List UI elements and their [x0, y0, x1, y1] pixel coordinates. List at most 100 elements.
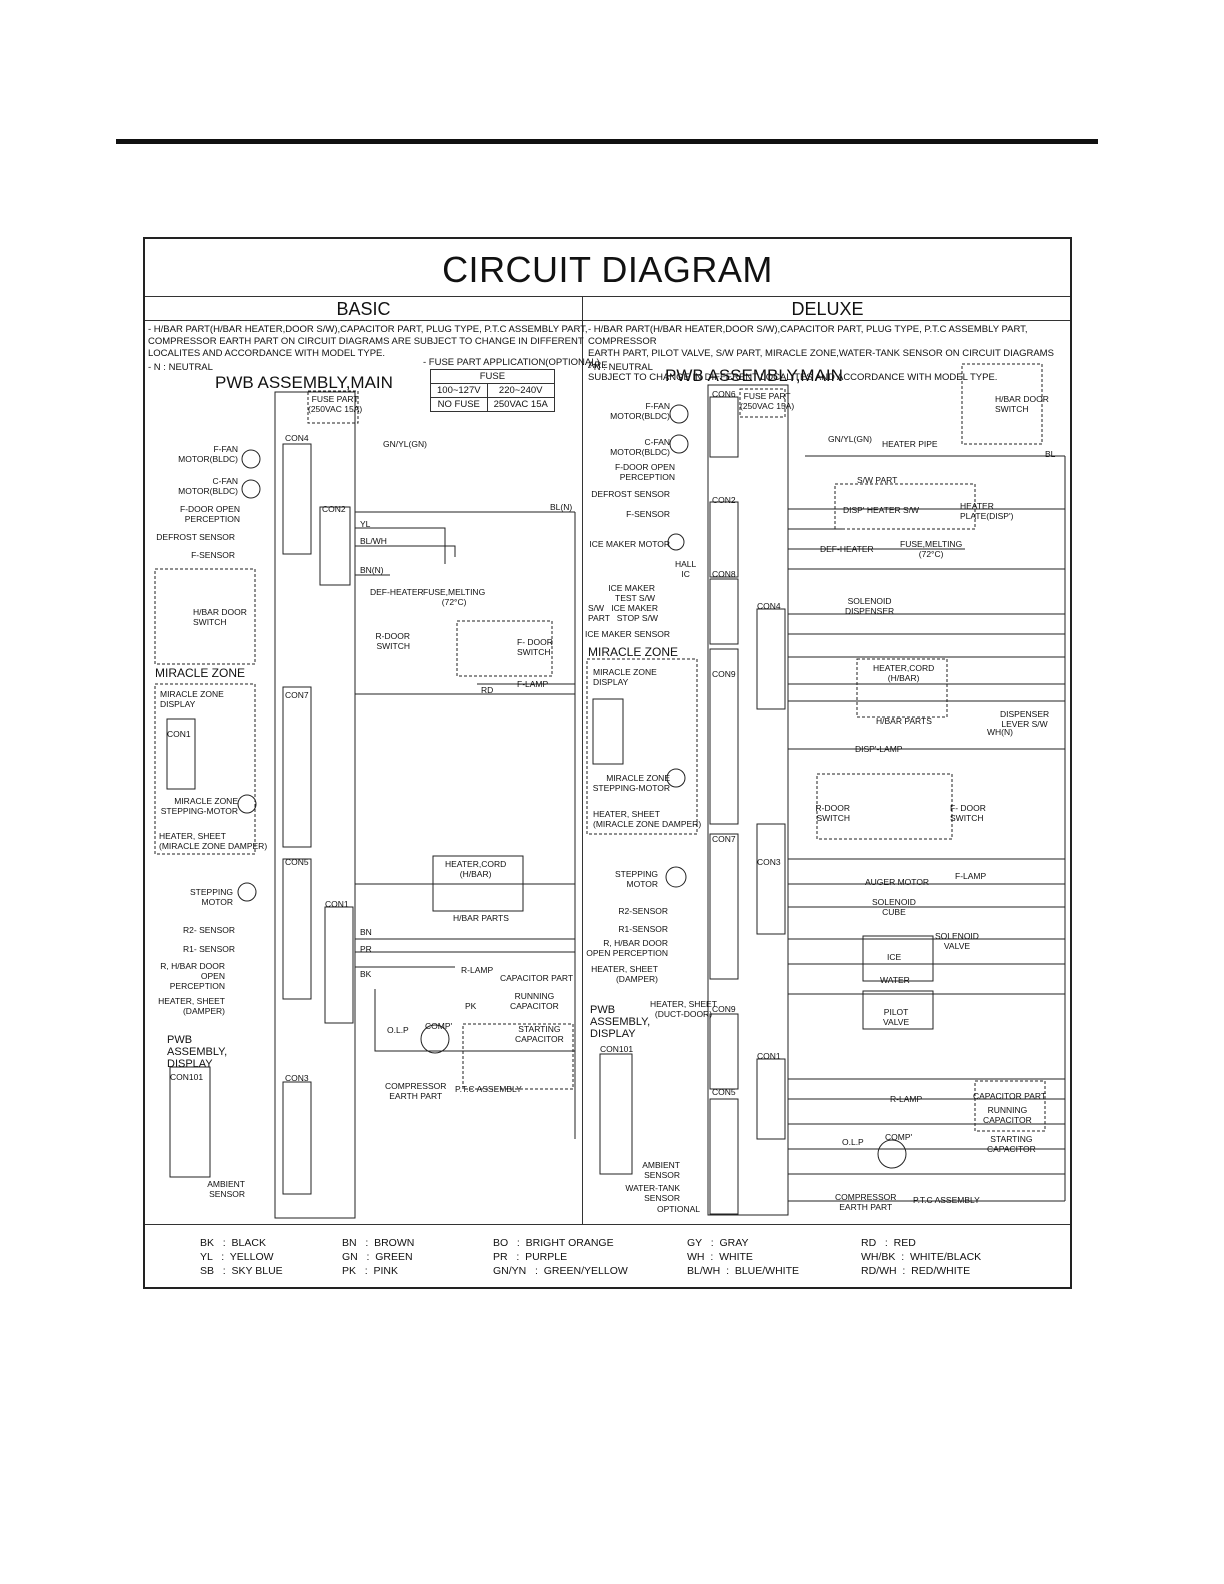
color-legend: BK : BLACK BN : BROWN BO : BRIGHT ORANGE…: [200, 1237, 982, 1277]
basic-heater-damper-label: HEATER, SHEET (DAMPER): [158, 996, 225, 1016]
deluxe-water-tank-label: WATER-TANK SENSOR: [625, 1183, 680, 1203]
deluxe-pilot-label: PILOT VALVE: [883, 1007, 910, 1027]
deluxe-sw-part2-label: S/W PART: [857, 475, 898, 485]
deluxe-comp-label: COMP': [885, 1132, 913, 1142]
deluxe-sol-cube-label: SOLENOID CUBE: [872, 897, 916, 917]
deluxe-mz-display-label: MIRACLE ZONE DISPLAY: [593, 667, 657, 687]
deluxe-r-door-label: R-DOOR SWITCH: [815, 803, 850, 823]
deluxe-olp-label: O.L.P: [842, 1137, 864, 1147]
basic-ptc-label: P.T.C ASSEMBLY: [455, 1084, 522, 1094]
basic-starting-cap-label: STARTING CAPACITOR: [515, 1024, 564, 1044]
deluxe-note: - H/BAR PART(H/BAR HEATER,DOOR S/W),CAPA…: [588, 324, 1054, 383]
basic-running-cap-label: RUNNING CAPACITOR: [510, 991, 559, 1011]
basic-def-heater-label: DEF-HEATER: [370, 587, 424, 597]
deluxe-capacitor-label: CAPACITOR PART: [973, 1091, 1047, 1101]
deluxe-con6: CON6: [712, 389, 736, 399]
basic-con2: CON2: [322, 504, 346, 514]
basic-olp-label: O.L.P: [387, 1025, 409, 1035]
basic-comp-earth-label: COMPRESSOR EARTH PART: [385, 1081, 447, 1101]
wire-label-bk: BK: [360, 969, 372, 979]
basic-mz-heater-label: HEATER, SHEET (MIRACLE ZONE DAMPER): [159, 831, 268, 851]
deluxe-f-fan-label: F-FAN MOTOR(BLDC): [610, 401, 670, 421]
deluxe-def-heater-label: DEF-HEATER: [820, 544, 874, 554]
deluxe-r1-label: R1-SENSOR: [618, 924, 668, 934]
basic-mz-display-label: MIRACLE ZONE DISPLAY: [160, 689, 224, 709]
deluxe-con9b: CON9: [712, 1004, 736, 1014]
deluxe-mz-heater-label: HEATER, SHEET (MIRACLE ZONE DAMPER): [593, 809, 702, 829]
wire-label-yl: YL: [360, 519, 371, 529]
deluxe-ice-sensor-label: ICE MAKER SENSOR: [584, 629, 670, 639]
deluxe-f-sensor-label: F-SENSOR: [626, 509, 670, 519]
deluxe-running-cap-label: RUNNING CAPACITOR: [983, 1105, 1032, 1125]
basic-fuse-part-label: FUSE PART (250VAC 15A): [308, 394, 363, 414]
basic-heading: BASIC: [336, 299, 391, 319]
deluxe-hall-label: HALL IC: [675, 559, 697, 579]
basic-ambient-label: AMBIENT SENSOR: [207, 1179, 245, 1199]
deluxe-con3: CON3: [757, 857, 781, 867]
wire-label-bln: BL(N): [550, 502, 573, 512]
deluxe-fuse-part-label: FUSE PART (250VAC 15A): [740, 391, 795, 411]
basic-neutral: - N : NEUTRAL: [148, 362, 213, 373]
deluxe-r-lamp-label: R-LAMP: [890, 1094, 923, 1104]
basic-con4: CON4: [285, 433, 309, 443]
wire-label-blwh: BL/WH: [360, 536, 387, 546]
basic-f-fan-label: F-FAN MOTOR(BLDC): [178, 444, 238, 464]
deluxe-solenoid-disp-label: SOLENOID DISPENSER: [845, 596, 895, 616]
fuse-caption: - FUSE PART APPLICATION(OPTIONAL): [423, 357, 600, 368]
basic-con101: CON101: [170, 1072, 204, 1082]
deluxe-f-lamp-label: F-LAMP: [955, 871, 987, 881]
basic-f-lamp-label: F-LAMP: [517, 679, 549, 689]
basic-fuse-melting-label: FUSE,MELTING (72°C): [423, 587, 486, 607]
deluxe-r2-label: R2-SENSOR: [618, 906, 668, 916]
deluxe-auger-label: AUGER MOTOR: [865, 877, 930, 887]
deluxe-con4: CON4: [757, 601, 781, 611]
deluxe-starting-cap-label: STARTING CAPACITOR: [987, 1134, 1036, 1154]
deluxe-heater-damper-label: HEATER, SHEET (DAMPER): [591, 964, 658, 984]
basic-stepping-label: STEPPING MOTOR: [190, 887, 233, 907]
deluxe-water-label: WATER: [880, 975, 910, 985]
basic-miracle-zone: MIRACLE ZONE: [155, 666, 246, 680]
deluxe-optional-label: OPTIONAL: [657, 1204, 700, 1214]
basic-rhbar-label: R, H/BAR DOOR OPEN PERCEPTION: [160, 961, 225, 991]
basic-pwb-main: PWB ASSEMBLY,MAIN: [215, 373, 393, 392]
deluxe-heater-pipe-label: HEATER PIPE: [882, 439, 938, 449]
deluxe-f-door-switch-label: F- DOOR SWITCH: [950, 803, 986, 823]
deluxe-hbar-parts-label: H/BAR PARTS: [876, 716, 932, 726]
deluxe-heater-duct-label: HEATER, SHEET (DUCT-DOOR): [650, 999, 717, 1019]
deluxe-ambient-label: AMBIENT SENSOR: [642, 1160, 680, 1180]
deluxe-heater-plate-label: HEATER PLATE(DISP'): [960, 501, 1014, 521]
deluxe-heading: DELUXE: [791, 299, 864, 319]
wire-label-bnn: BN(N): [360, 565, 384, 575]
deluxe-rhbar-label: R, H/BAR DOOR OPEN PERCEPTION: [586, 938, 668, 958]
wire-label-rd: RD: [481, 685, 494, 695]
wire-label-whn: WH(N): [987, 727, 1013, 737]
deluxe-comp-earth-label: COMPRESSOR EARTH PART: [835, 1192, 897, 1212]
basic-gnyl-label: GN/YL(GN): [383, 439, 427, 449]
deluxe-ice-stop-label: ICE MAKER STOP S/W: [611, 603, 658, 623]
diagram-title: CIRCUIT DIAGRAM: [442, 249, 773, 290]
circuit-diagram-frame: CIRCUIT DIAGRAM BASIC DELUXE - H/BAR PAR…: [143, 237, 1072, 1289]
deluxe-heater-cord-label: HEATER,CORD (H/BAR): [873, 663, 935, 683]
deluxe-defrost-label: DEFROST SENSOR: [591, 489, 670, 499]
basic-con1: CON1: [325, 899, 349, 909]
basic-mz-stepping-label: MIRACLE ZONE STEPPING-MOTOR: [160, 796, 238, 816]
deluxe-miracle-zone: MIRACLE ZONE: [588, 645, 679, 659]
deluxe-hbar-switch-label: H/BAR DOOR SWITCH: [995, 394, 1049, 414]
basic-r-lamp-label: R-LAMP: [461, 965, 494, 975]
deluxe-con5: CON5: [712, 1087, 736, 1097]
deluxe-c-fan-label: C-FAN MOTOR(BLDC): [610, 437, 670, 457]
basic-hbar-parts-label: H/BAR PARTS: [453, 913, 509, 923]
basic-note: - H/BAR PART(H/BAR HEATER,DOOR S/W),CAPA…: [148, 324, 588, 359]
basic-f-door-switch-label: F- DOOR SWITCH: [517, 637, 553, 657]
deluxe-pwb-main: PWB ASSEMBLY,MAIN: [665, 366, 843, 385]
basic-con7: CON7: [285, 690, 309, 700]
deluxe-ice-motor-label: ICE MAKER MOTOR: [589, 539, 670, 549]
deluxe-con7: CON7: [712, 834, 736, 844]
basic-defrost-label: DEFROST SENSOR: [156, 532, 235, 542]
deluxe-con9: CON9: [712, 669, 736, 679]
deluxe-stepping-label: STEPPING MOTOR: [615, 869, 658, 889]
wire-label-pk: PK: [465, 1001, 477, 1011]
basic-f-door-label: F-DOOR OPEN PERCEPTION: [180, 504, 240, 524]
deluxe-mz-stepping-label: MIRACLE ZONE STEPPING-MOTOR: [592, 773, 670, 793]
